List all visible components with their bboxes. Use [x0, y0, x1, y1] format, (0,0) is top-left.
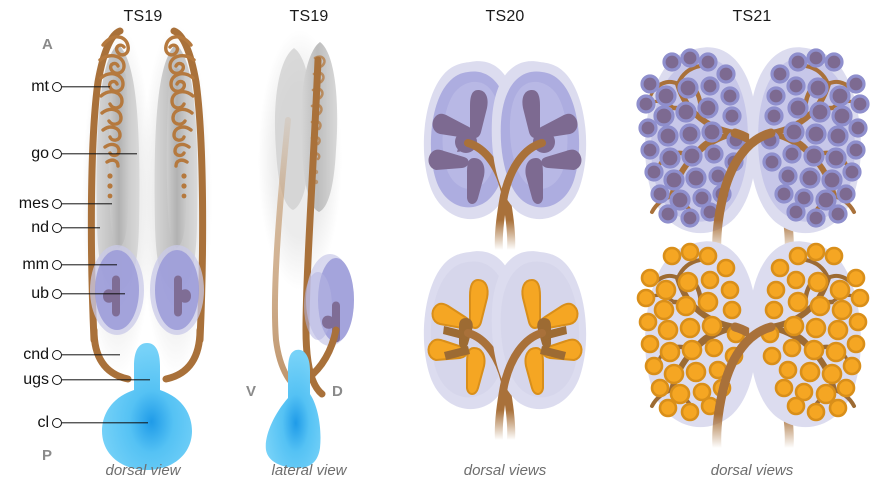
gonad-right	[166, 68, 188, 248]
leader-line-cnd	[62, 354, 120, 356]
annotation-label-nd: nd	[31, 219, 49, 236]
annotation-marker-cnd	[52, 350, 62, 360]
panel-ts21	[636, 47, 870, 453]
leader-line-mt	[62, 86, 110, 88]
mesonephric-tubule-dots-left	[107, 173, 113, 199]
annotation-label-mm: mm	[22, 256, 49, 273]
panel-ts19-dorsal	[82, 24, 212, 470]
leader-line-cl	[62, 422, 148, 424]
annotation-marker-ugs	[52, 375, 62, 385]
ts21-bottom-right-kidney	[712, 241, 870, 453]
mesonephric-tubules-right	[164, 35, 196, 168]
annotation-cnd: cnd	[0, 347, 62, 363]
annotation-label-mt: mt	[31, 78, 49, 95]
annotation-label-cnd: cnd	[23, 346, 49, 363]
axis-letter-posterior: P	[42, 447, 53, 464]
urogenital-sinus-and-cloaca	[102, 343, 192, 470]
ureteric-bud-left	[103, 275, 120, 317]
ts20-bottom-right-kidney	[491, 251, 587, 444]
view-caption-ts21: dorsal views	[710, 462, 794, 479]
annotation-label-mes: mes	[18, 195, 49, 212]
mesonephric-tubule-dots-right	[181, 173, 187, 199]
leader-line-nd	[62, 227, 100, 229]
common-nephric-duct-right	[162, 326, 204, 383]
gonad-left	[108, 68, 130, 248]
axis-letter-dorsal: D	[332, 383, 343, 400]
annotation-label-ub: ub	[31, 285, 49, 302]
mesonephric-tubules-left	[98, 35, 130, 168]
annotation-label-ugs: ugs	[23, 371, 49, 388]
axis-letter-ventral: V	[246, 383, 257, 400]
leader-line-ub	[62, 293, 125, 295]
annotation-marker-nd	[52, 223, 62, 233]
leader-line-go	[62, 153, 137, 155]
panel-ts20	[423, 61, 587, 444]
annotation-mes: mes	[0, 196, 62, 212]
leader-line-mes	[62, 203, 112, 205]
leader-line-ugs	[62, 379, 150, 381]
annotation-marker-mm	[52, 260, 62, 270]
annotation-marker-cl	[52, 418, 62, 428]
annotation-go: go	[0, 146, 62, 162]
annotation-nd: nd	[0, 220, 62, 236]
urogenital-sinus-cloaca-lateral	[265, 349, 321, 468]
annotation-marker-mt	[52, 82, 62, 92]
view-caption-ts19-dorsal: dorsal view	[105, 462, 181, 479]
ts21-top-right-kidney	[712, 47, 870, 259]
common-nephric-duct-lateral	[304, 326, 340, 382]
stage-title-ts21: TS21	[732, 8, 772, 25]
stage-title-ts19-lateral: TS19	[289, 8, 329, 25]
axis-letter-anterior: A	[42, 36, 53, 53]
annotation-label-cl: cl	[37, 414, 49, 431]
view-caption-ts19-lateral: lateral view	[271, 462, 347, 479]
ureteric-bud-right	[174, 275, 191, 317]
annotation-marker-mes	[52, 199, 62, 209]
view-caption-ts20: dorsal views	[463, 462, 547, 479]
annotation-mt: mt	[0, 79, 62, 95]
annotation-marker-go	[52, 149, 62, 159]
annotation-cl: cl	[0, 415, 62, 431]
ts20-top-right-kidney	[491, 61, 587, 254]
common-nephric-duct-left	[90, 326, 132, 383]
panel-ts19-lateral	[258, 30, 354, 468]
annotation-label-go: go	[31, 145, 49, 162]
stage-title-ts20: TS20	[485, 8, 525, 25]
annotation-mm: mm	[0, 257, 62, 273]
annotation-ub: ub	[0, 286, 62, 302]
annotation-marker-ub	[52, 289, 62, 299]
annotation-ugs: ugs	[0, 372, 62, 388]
ts20-top-left-kidney	[423, 61, 519, 254]
leader-line-mm	[62, 264, 117, 266]
stage-title-ts19-dorsal: TS19	[123, 8, 163, 25]
